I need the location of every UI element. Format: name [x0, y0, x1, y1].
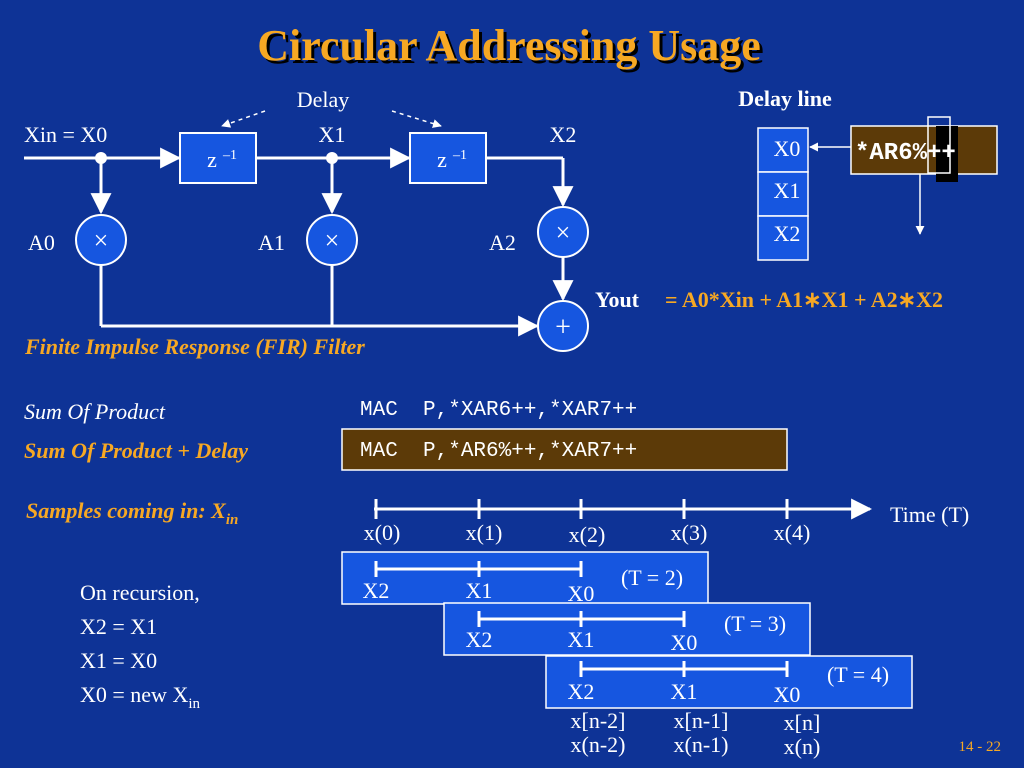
delay-box-1-exponent: –1: [222, 148, 237, 163]
window-t2-time: (T = 2): [621, 565, 683, 590]
window-t4-box: [545, 655, 913, 709]
pointer-box: [850, 125, 998, 175]
multiplier-1-symbol: ×: [325, 226, 340, 255]
delay-label: Delay: [297, 87, 350, 112]
code-section: Sum Of Product MAC P,*XAR6++,*XAR7++ Sum…: [24, 399, 788, 471]
x1-label: X1: [319, 122, 346, 147]
time-tick-label-4: x(4): [774, 520, 811, 545]
window-t4-label-x0: X0: [774, 682, 801, 707]
pointer-label: *AR6%++: [855, 140, 956, 167]
slide-title-shadow: Circular Addressing Usage: [260, 24, 764, 73]
window-t2-box: [341, 551, 709, 605]
index-label-n-2: x[n-2]: [571, 708, 626, 733]
sum-delay-code: MAC P,*AR6%++,*XAR7++: [360, 440, 637, 463]
recursion-line-1: On recursion,: [80, 580, 200, 605]
recursion-line-4-sub: in: [188, 696, 200, 712]
x2-label: X2: [550, 122, 577, 147]
output-equation: = A0*Xin + A1∗X1 + A2∗X2: [665, 287, 943, 312]
delay-pointer-left: [221, 110, 266, 128]
recursion-note: On recursion, X2 = X1 X1 = X0 X0 = new X…: [80, 580, 201, 712]
delay-pointer-right: [391, 110, 442, 128]
fir-caption: Finite Impulse Response (FIR) Filter: [24, 334, 365, 359]
input-label: Xin = X0: [24, 122, 107, 147]
delay-line-cell-x0: [757, 127, 809, 173]
samples-label-sub: in: [226, 512, 239, 528]
delay-line-buffer: Delay line X0 X1 X2 *AR6%++: [738, 86, 998, 261]
window-t4-label-x1: X1: [671, 679, 698, 704]
pointer-highlight-shadow: [936, 126, 958, 182]
time-tick-label-3: x(3): [671, 520, 708, 545]
sum-of-product-code: MAC P,*XAR6++,*XAR7++: [360, 399, 637, 422]
delay-box-2-exponent: –1: [452, 148, 467, 163]
delay-box-1: [179, 132, 257, 184]
window-t4-time: (T = 4): [827, 662, 889, 687]
window-t4-label-x2: X2: [568, 679, 595, 704]
sample-label-n-1: x(n-1): [674, 732, 729, 757]
delay-line-cell-x2: [757, 215, 809, 261]
delay-box-2-label: z: [437, 147, 447, 172]
window-t3-label-x2: X2: [466, 627, 493, 652]
window-t3-box: [443, 602, 811, 656]
delay-box-1-label: z: [207, 147, 217, 172]
sample-label-n-2: x(n-2): [571, 732, 626, 757]
recursion-line-4-text: X0 = new X: [80, 682, 188, 707]
sum-delay-label: Sum Of Product + Delay: [24, 438, 248, 463]
recursion-line-3: X1 = X0: [80, 648, 157, 673]
adder: [537, 300, 589, 352]
time-axis-label: Time (T): [890, 502, 969, 527]
window-t2-label-x2: X2: [363, 578, 390, 603]
window-t3: X2 X1 X0 (T = 3): [443, 602, 811, 656]
recursion-line-2: X2 = X1: [80, 614, 157, 639]
delay-line-cell-x2-label: X2: [774, 221, 801, 246]
delay-line-cell-x1: [757, 171, 809, 217]
delay-line-cell-x1-label: X1: [774, 178, 801, 203]
time-tick-label-1: x(1): [466, 520, 503, 545]
delay-box-2: [409, 132, 487, 184]
multiplier-2-symbol: ×: [556, 218, 571, 247]
multiplier-0-symbol: ×: [94, 226, 109, 255]
samples-label: Samples coming in: Xin: [26, 498, 238, 528]
window-t3-time: (T = 3): [724, 611, 786, 636]
coefficient-a2: A2: [489, 230, 516, 255]
adder-symbol: +: [555, 312, 571, 343]
recursion-line-4: X0 = new Xin: [80, 682, 201, 712]
sum-delay-code-box: [341, 428, 788, 471]
sample-label-n: x(n): [784, 734, 821, 759]
sum-of-product-label: Sum Of Product: [24, 399, 166, 424]
samples-timeline: Samples coming in: Xin Time (T) x(0) x(1…: [26, 498, 969, 547]
index-label-n-1: x[n-1]: [674, 708, 729, 733]
window-t2: X2 X1 X0 (T = 2): [341, 551, 709, 606]
delay-line-title: Delay line: [738, 86, 832, 111]
slide-title: Circular Addressing Usage: [257, 21, 761, 70]
time-tick-label-0: x(0): [364, 520, 401, 545]
pointer-highlight: [927, 116, 951, 174]
output-label: Yout: [595, 287, 640, 312]
window-t2-label-x1: X1: [466, 578, 493, 603]
window-t3-label-x0: X0: [671, 630, 698, 655]
time-tick-label-2: x(2): [569, 522, 606, 547]
window-t4: X2 X1 X0 (T = 4): [545, 655, 913, 709]
delay-line-cell-x0-label: X0: [774, 136, 801, 161]
window-t2-label-x0: X0: [568, 581, 595, 606]
coefficient-a0: A0: [28, 230, 55, 255]
samples-label-text: Samples coming in: X: [26, 498, 227, 523]
window-t3-label-x1: X1: [568, 627, 595, 652]
coefficient-a1: A1: [258, 230, 285, 255]
index-label-n: x[n]: [784, 710, 821, 735]
page-number: 14 - 22: [959, 739, 1002, 755]
fir-diagram: Delay Xin = X0 X1 X2 z –1 z –1 × × × A0: [24, 87, 943, 359]
